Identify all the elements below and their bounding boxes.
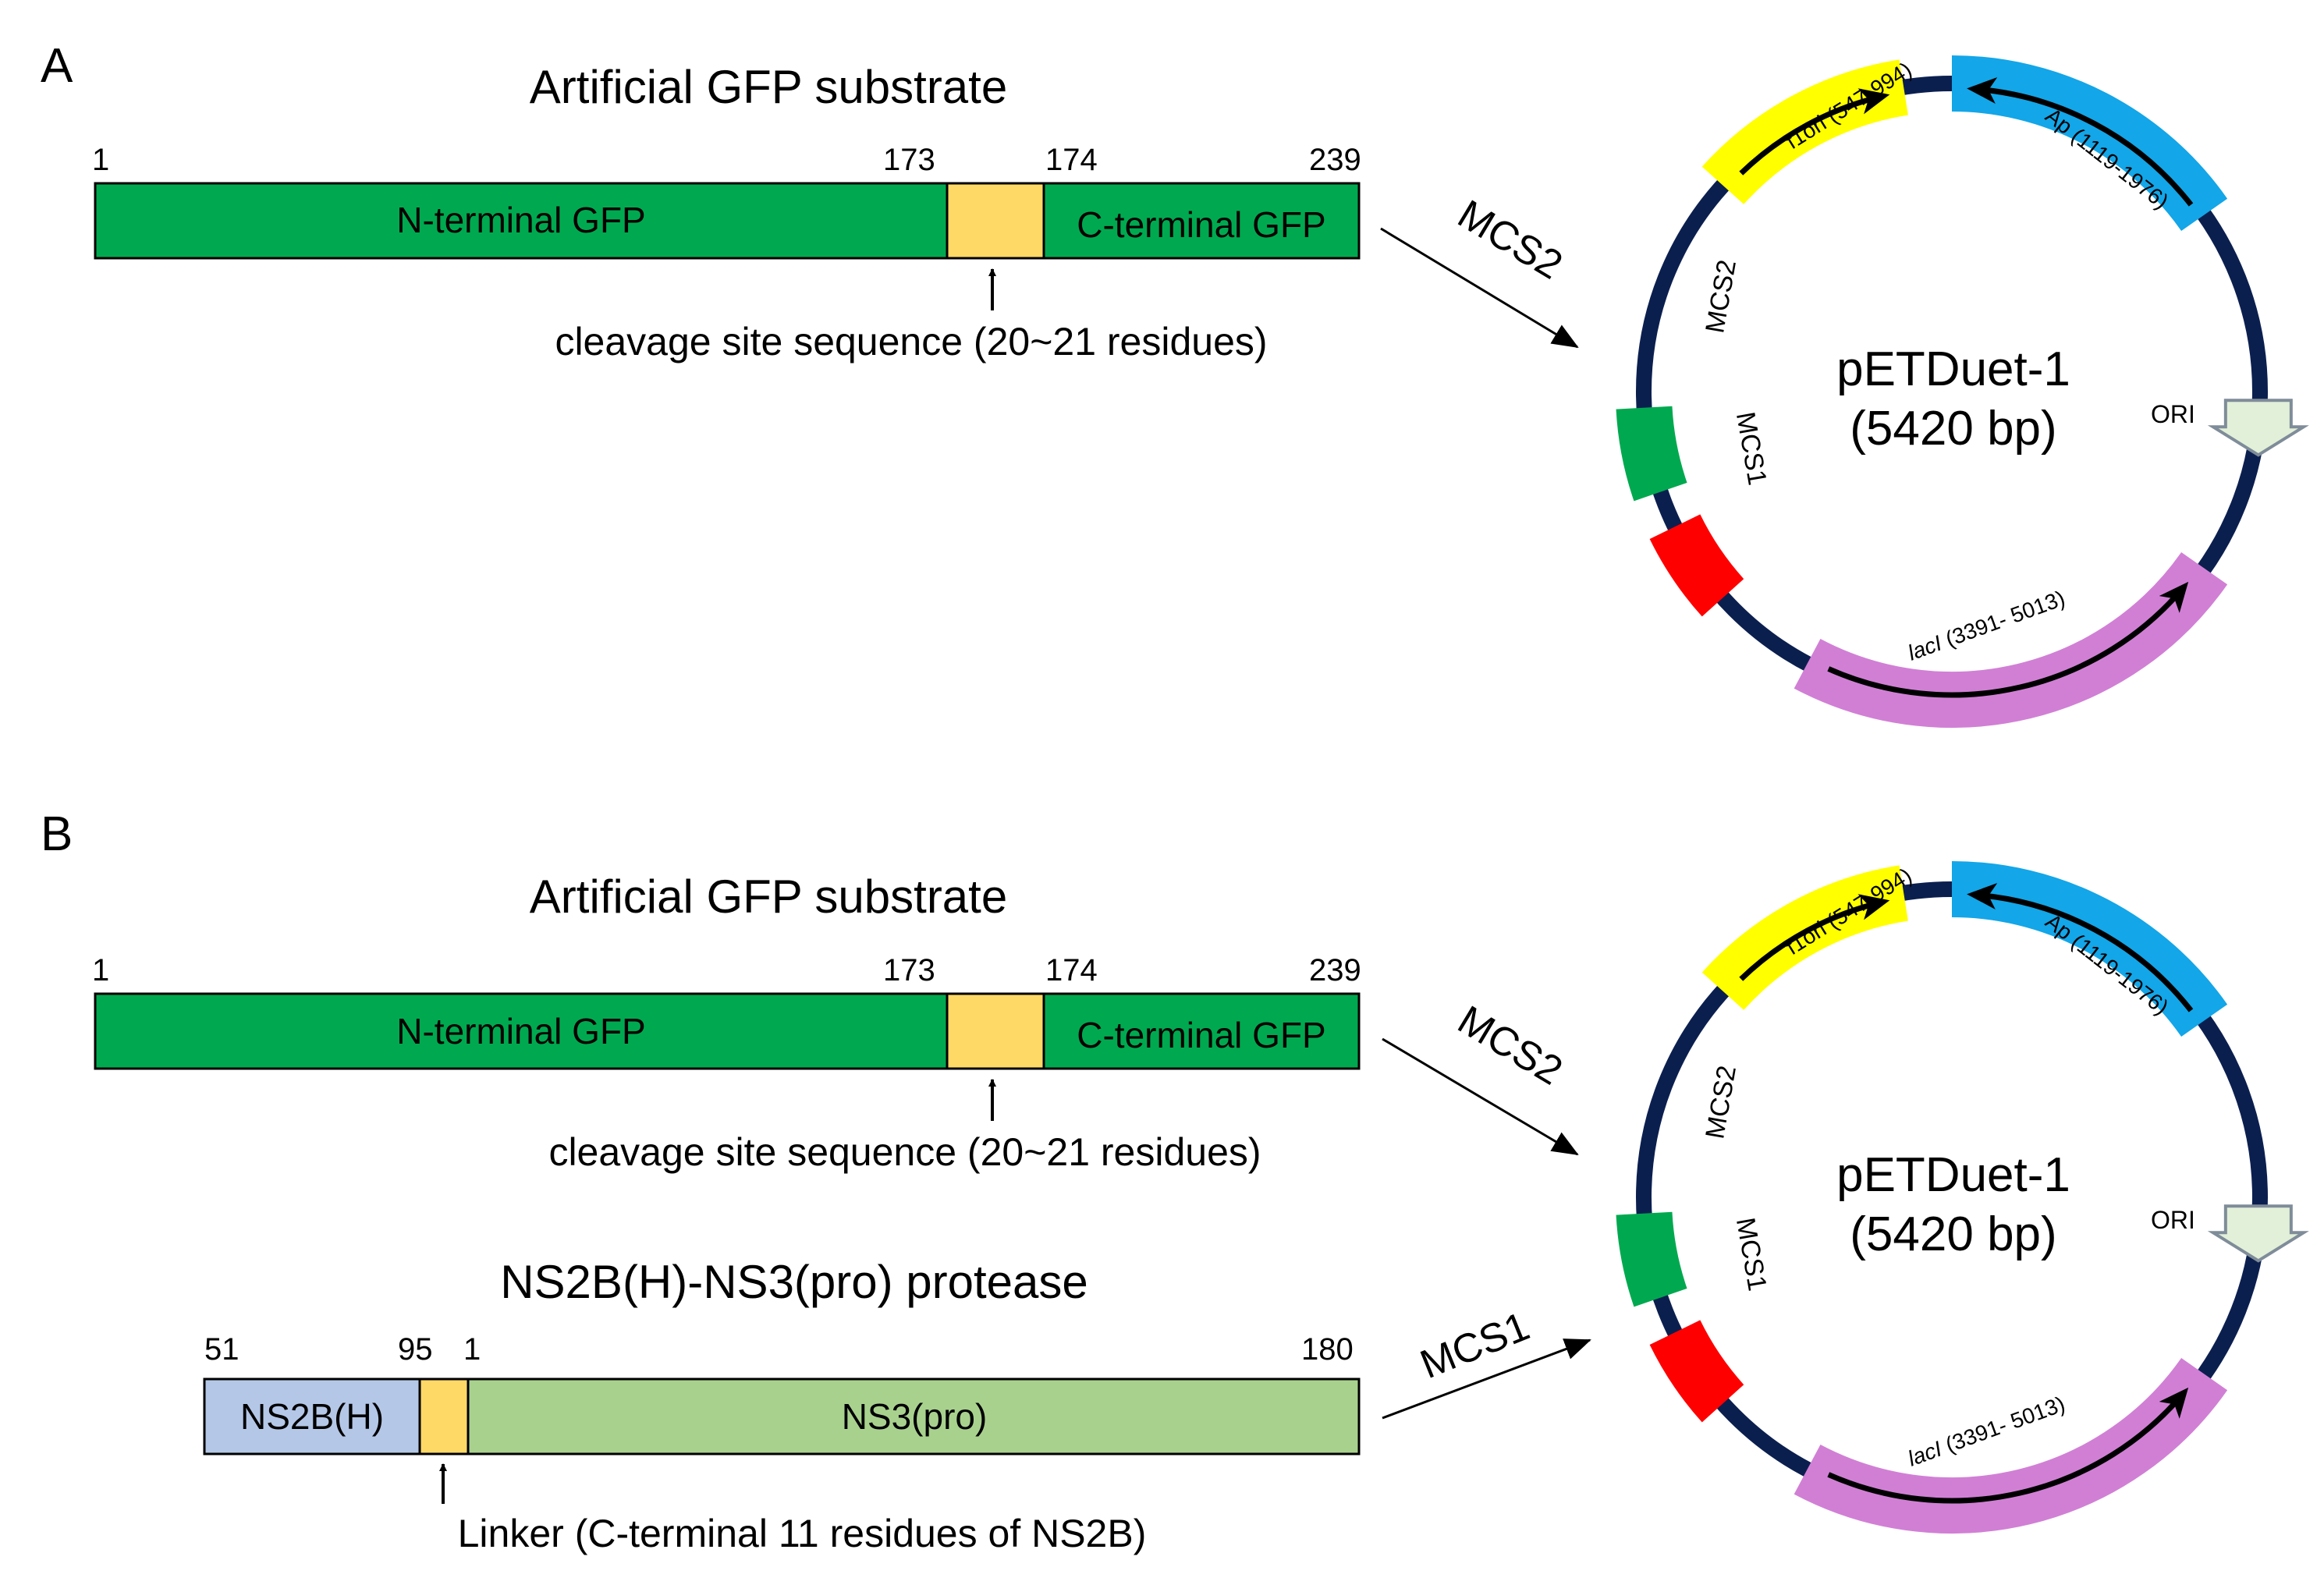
c-terminal-gfp-segment — [1042, 992, 1361, 1070]
plasmid-map: pETDuet-1(5420 bp)f1ori (547-994)Ap (111… — [1616, 861, 2309, 1534]
mcs2-plasmid-label: MCS2 — [1700, 257, 1742, 335]
residue-n-end: 173 — [883, 143, 935, 177]
linker-segment — [418, 1377, 470, 1455]
mcs2-plasmid-label: MCS2 — [1700, 1063, 1742, 1141]
residue-start: 1 — [92, 953, 109, 987]
plasmid-size: (5420 bp) — [1850, 1207, 2056, 1261]
laci-label: lacI (3391- 5013) — [1904, 586, 2068, 665]
panel-b: B Artificial GFP substrate 1 173 174 239… — [41, 807, 2309, 1555]
c-terminal-gfp-label: C-terminal GFP — [1077, 1015, 1325, 1055]
mcs2-block — [1616, 406, 1687, 502]
residue-ns3-start: 1 — [463, 1332, 481, 1367]
residue-c-start: 174 — [1045, 143, 1098, 177]
mcs1-block — [1649, 513, 1744, 617]
protease-construct: NS2B(H)-NS3(pro) protease 51 95 1 180 NS… — [203, 1256, 1361, 1555]
protease-title: NS2B(H)-NS3(pro) protease — [500, 1256, 1088, 1308]
mcs1-plasmid-label: MCS1 — [1730, 1215, 1772, 1293]
mcs1-arrow-label: MCS1 — [1414, 1303, 1536, 1388]
cleavage-site-label: cleavage site sequence (20~21 residues) — [555, 320, 1267, 363]
ori-label: ORI — [2151, 400, 2195, 428]
laci-label: lacI (3391- 5013) — [1904, 1392, 2068, 1471]
plasmid-size: (5420 bp) — [1850, 402, 2056, 456]
laci-direction-arrow — [1827, 581, 2189, 698]
laci-direction-arrow — [1827, 1387, 2189, 1504]
mcs1-plasmid-label: MCS1 — [1730, 410, 1772, 488]
ori-marker — [2207, 1204, 2309, 1263]
ap-direction-arrow — [1967, 77, 2194, 207]
panel-a: A Artificial GFP substrate 1 173 174 239… — [41, 39, 2309, 729]
cloning-arrow-mcs2: MCS2 — [1382, 998, 1579, 1156]
c-terminal-gfp-label: C-terminal GFP — [1077, 204, 1325, 245]
n-terminal-gfp-segment — [94, 992, 949, 1070]
residue-ns3-end: 180 — [1301, 1332, 1354, 1367]
laci-feature — [1794, 551, 2228, 729]
cloning-arrow-mcs2: MCS2 — [1380, 192, 1579, 349]
residue-ns2b-start: 51 — [204, 1332, 239, 1367]
cloning-arrow-mcs1: MCS1 — [1382, 1303, 1591, 1420]
ap-direction-arrow — [1967, 883, 2194, 1012]
ori-label: ORI — [2151, 1206, 2195, 1234]
laci-feature — [1794, 1357, 2228, 1534]
mcs2-block — [1616, 1211, 1687, 1307]
n-terminal-gfp-label: N-terminal GFP — [396, 200, 645, 240]
plasmid-name: pETDuet-1 — [1836, 1148, 2070, 1202]
cleavage-site-segment — [946, 182, 1045, 260]
residue-start: 1 — [92, 143, 109, 177]
ns2b-label: NS2B(H) — [240, 1396, 384, 1437]
residue-c-start: 174 — [1045, 953, 1098, 987]
linker-label: Linker (C-terminal 11 residues of NS2B) — [458, 1512, 1147, 1555]
cleavage-site-label: cleavage site sequence (20~21 residues) — [548, 1130, 1261, 1174]
mcs2-arrow-label: MCS2 — [1450, 998, 1570, 1094]
gfp-substrate-construct: Artificial GFP substrate 1 173 174 239 N… — [92, 870, 1361, 1174]
plasmid-name: pETDuet-1 — [1836, 342, 2070, 396]
residue-end: 239 — [1309, 953, 1361, 987]
ns3-label: NS3(pro) — [842, 1396, 988, 1437]
substrate-title: Artificial GFP substrate — [530, 870, 1007, 923]
f1ori-direction-arrow — [1739, 88, 1890, 176]
f1ori-direction-arrow — [1739, 894, 1890, 981]
cleavage-site-segment — [946, 992, 1045, 1070]
plasmid-map: pETDuet-1(5420 bp)f1ori (547-994)Ap (111… — [1616, 55, 2309, 729]
ns3-segment — [467, 1377, 1361, 1455]
mcs1-block — [1649, 1319, 1744, 1423]
c-terminal-gfp-segment — [1042, 182, 1361, 260]
ns2b-segment — [203, 1377, 421, 1455]
residue-n-end: 173 — [883, 953, 935, 987]
residue-ns2b-end: 95 — [398, 1332, 433, 1367]
mcs2-arrow-label: MCS2 — [1450, 192, 1570, 289]
n-terminal-gfp-label: N-terminal GFP — [396, 1011, 645, 1051]
panel-letter: B — [41, 807, 73, 861]
gfp-substrate-construct: Artificial GFP substrate 1 173 174 239 N… — [92, 61, 1361, 363]
ori-marker — [2207, 399, 2309, 457]
n-terminal-gfp-segment — [94, 182, 949, 260]
panel-letter: A — [41, 39, 73, 93]
residue-end: 239 — [1309, 143, 1361, 177]
substrate-title: Artificial GFP substrate — [530, 61, 1007, 113]
